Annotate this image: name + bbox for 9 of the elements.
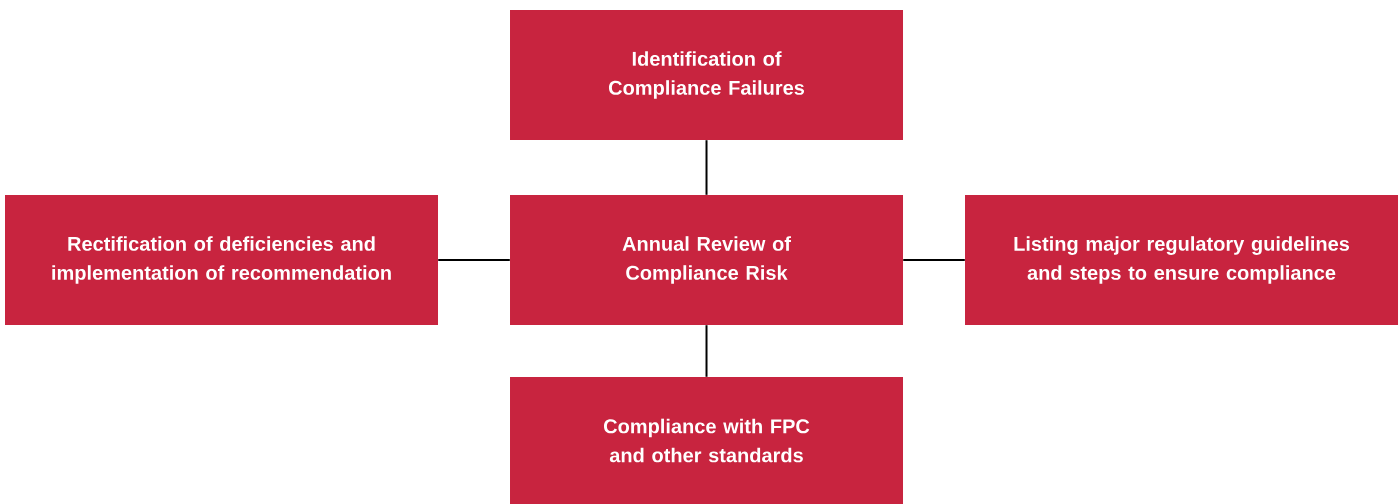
process-box: Identification of Compliance Failures xyxy=(510,10,903,140)
connector-line xyxy=(437,259,511,261)
process-box: Listing major regulatory guidelines and steps to ensure compliance xyxy=(965,195,1398,325)
connector-line xyxy=(705,324,708,378)
connector-line xyxy=(705,139,708,196)
process-box: Annual Review of Compliance Risk xyxy=(510,195,903,325)
connector-line xyxy=(902,259,966,261)
process-box: Rectification of deficiencies and implementation of recommendation xyxy=(5,195,438,325)
process-box: Compliance with FPC and other standards xyxy=(510,377,903,504)
